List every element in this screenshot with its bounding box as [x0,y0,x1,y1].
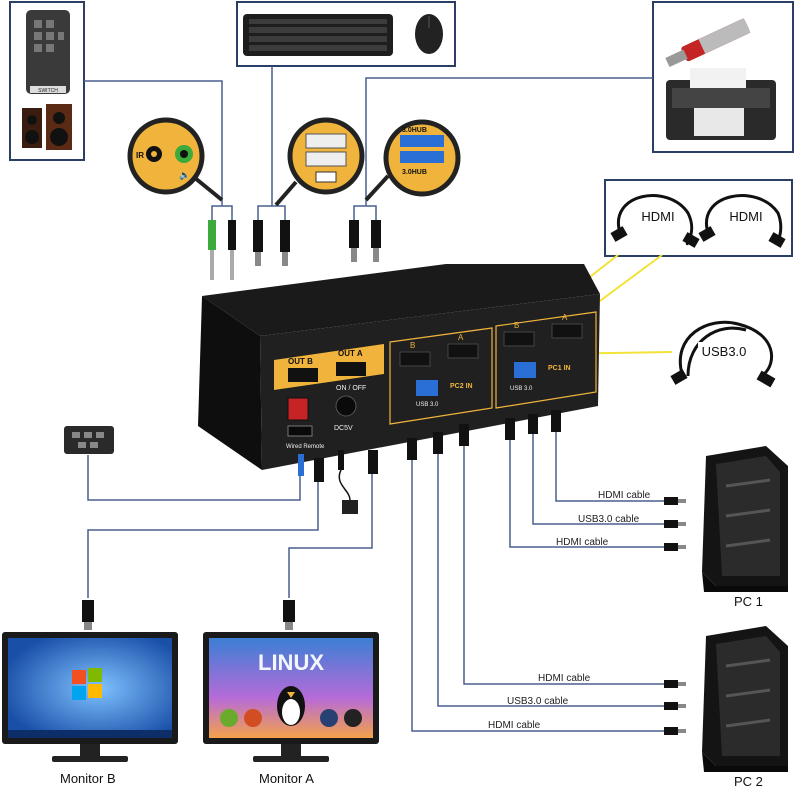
usb3-cable: USB3.0 [668,316,790,394]
tux-penguin-icon [277,686,305,726]
monitor-a-plug-icon [368,450,378,474]
monitor-a-icon: LINUX [203,632,379,766]
pc2-tower-icon [696,626,796,772]
pc1-hdmi-b [504,332,534,346]
pc2-in-num: 2 [460,383,464,390]
pc1-cable-label-1: HDMI cable [598,490,650,501]
svg-text:OUT A: OUT A [338,349,363,358]
svg-text:PC2 IN: PC2 IN [450,383,473,390]
pc2-cable-label-3: HDMI cable [488,720,540,731]
pc1-hdmi-a-plug [551,410,561,432]
out-b-hdmi-port [288,368,318,382]
pc1-port-a-letter: A [562,313,568,322]
usb2-magnifier [286,116,366,196]
pc2-in-prefix: PC [450,383,460,390]
hdmi-cables: HDMI HDMI [608,183,790,253]
pc1-usb-plug [528,414,538,434]
pc2-hdmi-b-plug [407,438,417,460]
fedora-logo-icon [320,709,338,727]
remote-switch-label: SWITCH [38,88,58,94]
pc2-label: PC 2 [734,774,763,789]
pc1-in-suffix: IN [564,365,571,372]
speakers-icon [22,104,72,150]
monitor-plugs [80,598,300,634]
pc2-in-suffix: IN [466,383,473,390]
mint-logo-icon [220,709,238,727]
out-b-label: OUT [288,357,305,366]
monitor-a-label: Monitor A [259,771,314,786]
svg-text:OUT B: OUT B [288,357,313,366]
pc2-port-b-letter: B [410,341,415,350]
pc2-hdmi-a-plug [459,424,469,446]
hub-port-label-1: 3.0HUB [402,127,427,134]
usb3-sample-label: USB3.0 [702,344,747,359]
power-adapter-icon [339,470,358,514]
keyboard-mouse [243,10,449,62]
hdmi-sample-label-1: HDMI [641,209,674,224]
remote-speakers: SWITCH [20,10,76,155]
pc1-in-prefix: PC [548,365,558,372]
pc2-cable-label-2: USB3.0 cable [507,696,568,707]
keyboard-port-icon [316,172,336,182]
linux-title: LINUX [258,650,324,675]
monitor-b-icon [2,632,178,766]
svg-text:PC1 IN: PC1 IN [548,365,571,372]
pc2-usb-plug [433,432,443,454]
speaker-jack-icon: 🔈 [179,170,190,181]
pc1-tower-icon [696,446,796,592]
pc1-cable-label-3: HDMI cable [556,537,608,548]
pc1-label: PC 1 [734,594,763,609]
out-b-letter: B [307,357,313,366]
pc2-usb-label: USB 3.0 [416,402,439,408]
monitor-b-label: Monitor B [60,771,116,786]
pc1-port-b-letter: B [514,321,519,330]
out-a-hdmi-port [336,362,366,376]
remote-plug-icon [298,454,304,476]
power-plug-icon [338,450,344,470]
printer-icon [666,68,776,140]
distro-logo-icon [344,709,362,727]
out-a-label: OUT [338,349,355,358]
switch-plugs [290,410,570,520]
power-label: ON / OFF [336,385,366,392]
pc2-hdmi-b [400,352,430,366]
pc1-hdmi-a [552,324,582,338]
hdmi-sample-label-2: HDMI [729,209,762,224]
out-a-letter: A [357,349,363,358]
ubuntu-logo-icon [244,709,262,727]
usb3-hub-magnifier: 3.0HUB 3.0HUB [382,118,462,198]
wired-remote-icon [62,424,116,458]
ir-jack-label: IR [136,151,144,160]
pc-end-plugs [664,494,700,744]
hub-port-label-2: 3.0HUB [402,169,427,176]
pc2-usb-b-port [416,380,438,396]
monitor-b-plug-icon [314,458,324,482]
mouse-icon [415,14,443,54]
pc1-hdmi-b-plug [505,418,515,440]
flash-drive-icon [664,18,751,70]
pc2-cable-label-1: HDMI cable [538,673,590,684]
audio-magnifier: IR 🔈 [126,116,206,196]
pc2-hdmi-a [448,344,478,358]
flash-printer [660,8,788,148]
keyboard-icon [243,14,393,56]
pc1-usb-label: USB 3.0 [510,386,533,392]
pc1-usb-b-port [514,362,536,378]
pc1-in-num: 1 [558,365,562,372]
pc1-cable-label-2: USB3.0 cable [578,514,639,525]
pc2-port-a-letter: A [458,333,464,342]
